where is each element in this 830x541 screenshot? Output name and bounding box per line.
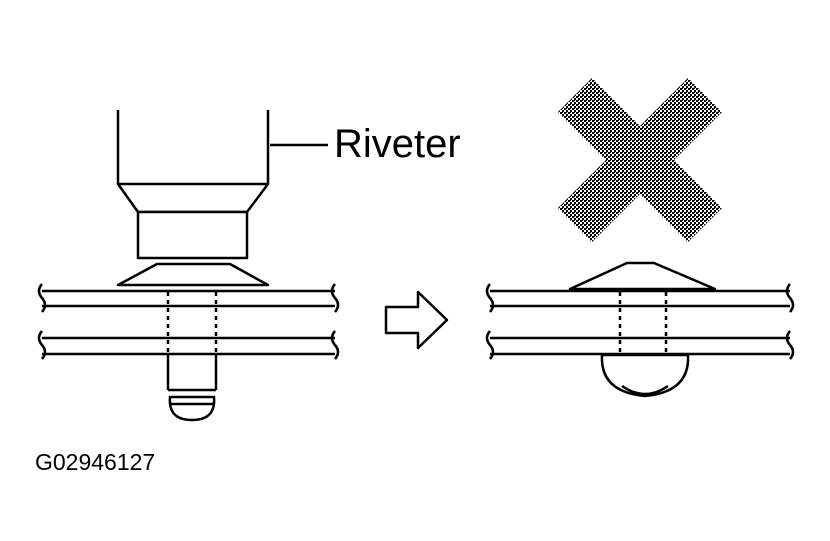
rivet-tail-cap	[621, 384, 669, 396]
rivet-head-left	[116, 262, 270, 287]
plates-left	[37, 283, 340, 360]
riveter-label: Riveter	[334, 122, 461, 166]
rivet-tail-bulb	[600, 353, 690, 398]
mandrel-head-left	[168, 395, 216, 422]
rivet-head-right	[568, 261, 717, 291]
figure-code: G02946127	[35, 449, 155, 475]
x-mark-icon	[558, 78, 722, 242]
plates-right	[485, 283, 795, 360]
rivet-shank-left	[166, 292, 218, 392]
rivet-shank-right	[618, 292, 668, 354]
riveter-tool	[116, 110, 270, 260]
right-arrow-icon	[384, 290, 449, 350]
